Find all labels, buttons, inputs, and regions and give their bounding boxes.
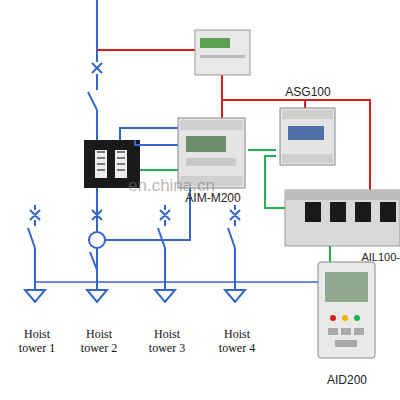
load-box: Hoist tower 1 <box>12 286 62 356</box>
load-symbol <box>25 290 245 302</box>
device-label: AIL100- <box>340 251 400 264</box>
signal-generator-device <box>280 108 335 165</box>
switch-symbol <box>88 92 97 110</box>
load-box: Hoist tower 3 <box>142 286 192 356</box>
feeder-line <box>28 205 240 290</box>
ground-wire <box>140 169 178 171</box>
current-transformer <box>89 232 105 248</box>
signal-connector <box>330 246 331 262</box>
signal-connector <box>265 156 285 208</box>
device-label: AID200 <box>312 374 382 388</box>
device-label: ASG100 <box>278 86 338 100</box>
breaker-symbol <box>92 63 102 73</box>
locator-box: AIL100- <box>285 188 400 264</box>
load-label: Hoist tower 3 <box>142 328 192 356</box>
alarm-display-device <box>318 262 375 358</box>
load-label: Hoist tower 4 <box>212 328 262 356</box>
power-supply-module <box>195 30 250 75</box>
display-box: AID200 <box>312 262 382 388</box>
load-label: Hoist tower 1 <box>12 328 62 356</box>
generator-box: ASG100 <box>276 86 338 166</box>
load-box: Hoist tower 2 <box>74 286 124 356</box>
bus-line <box>35 281 318 283</box>
load-box: Hoist tower 4 <box>212 286 262 356</box>
signal-connector <box>248 150 276 151</box>
load-label: Hoist tower 2 <box>74 328 124 356</box>
watermark: en.china.cn <box>128 176 215 196</box>
fault-locator-device <box>285 190 400 246</box>
